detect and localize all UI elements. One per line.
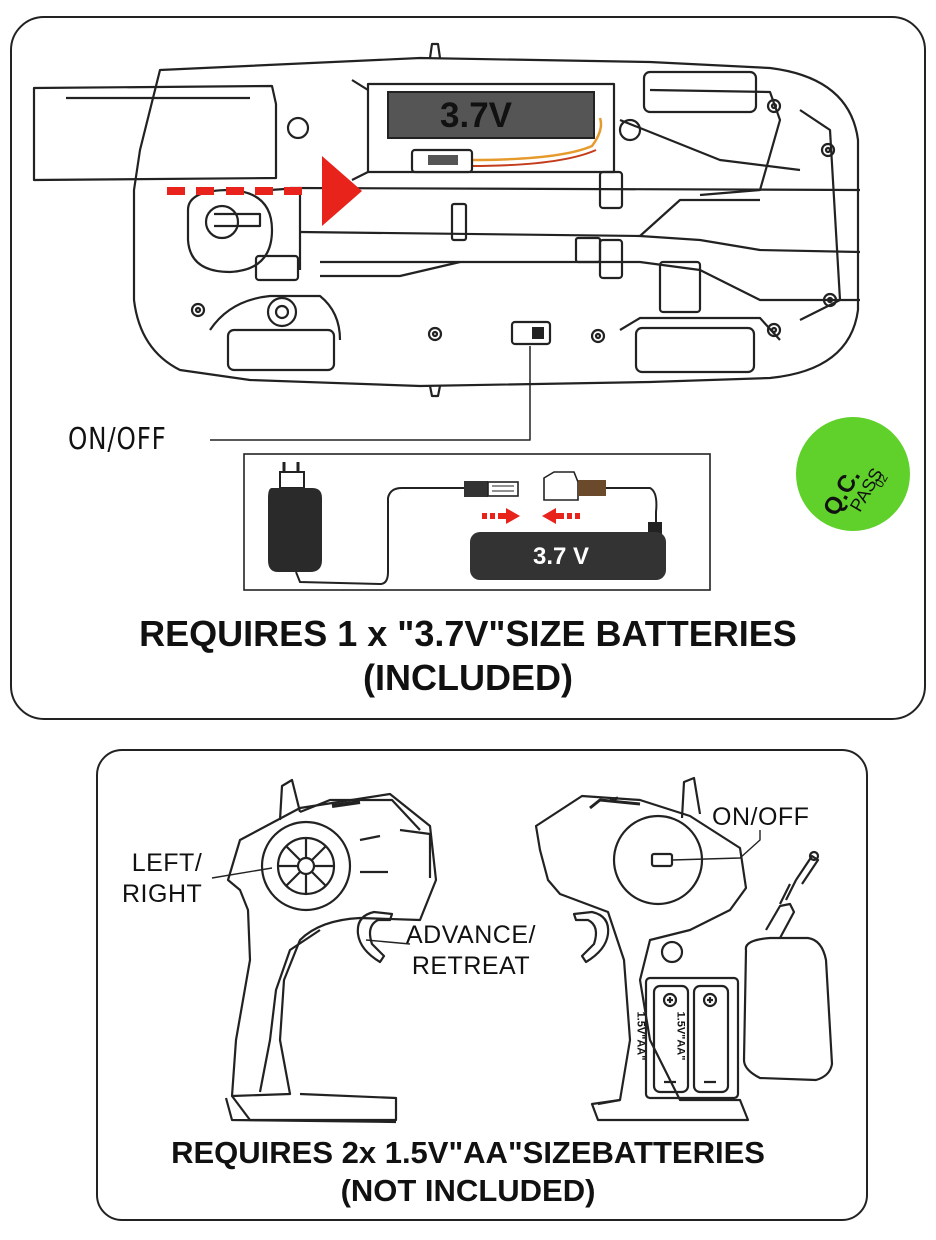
- steering-label-line2: RIGHT: [122, 880, 203, 908]
- car-battery-requirement: REQUIRES 1 x "3.7V"SIZE BATTERIES (INCLU…: [0, 612, 936, 700]
- charger-battery-pack: [470, 532, 666, 580]
- charger-battery-label: 3.7 V: [533, 543, 590, 570]
- car-requirement-line2: (INCLUDED): [363, 657, 573, 698]
- remote-requirement-line2: (NOT INCLUDED): [340, 1173, 596, 1208]
- trigger-label-line1: ADVANCE/: [406, 921, 536, 949]
- aa-battery-label-1: 1.5V"AA": [634, 1011, 647, 1061]
- aa-battery-label-2: 1.5V"AA": [674, 1011, 687, 1061]
- remote-battery-panel: [96, 749, 868, 1221]
- car-requirement-line1: REQUIRES 1 x "3.7V"SIZE BATTERIES: [139, 613, 797, 654]
- remote-on-off-label: ON/OFF: [712, 803, 810, 831]
- trigger-label-line2: RETREAT: [411, 952, 531, 980]
- on-off-switch-label: ON/OFF: [68, 422, 167, 457]
- battery-voltage-label: 3.7V: [440, 96, 512, 135]
- trigger-label: ADVANCE/ RETREAT: [406, 920, 536, 982]
- steering-label-line1: LEFT/: [131, 849, 203, 877]
- steering-wheel-label: LEFT/ RIGHT: [122, 848, 202, 910]
- qc-pass-sticker: Q.C. PASS 02: [796, 417, 910, 531]
- remote-requirement-line1: REQUIRES 2x 1.5V"AA"SIZEBATTERIES: [171, 1135, 765, 1170]
- remote-battery-requirement: REQUIRES 2x 1.5V"AA"SIZEBATTERIES (NOT I…: [0, 1134, 936, 1210]
- battery-3-7v: [387, 91, 595, 139]
